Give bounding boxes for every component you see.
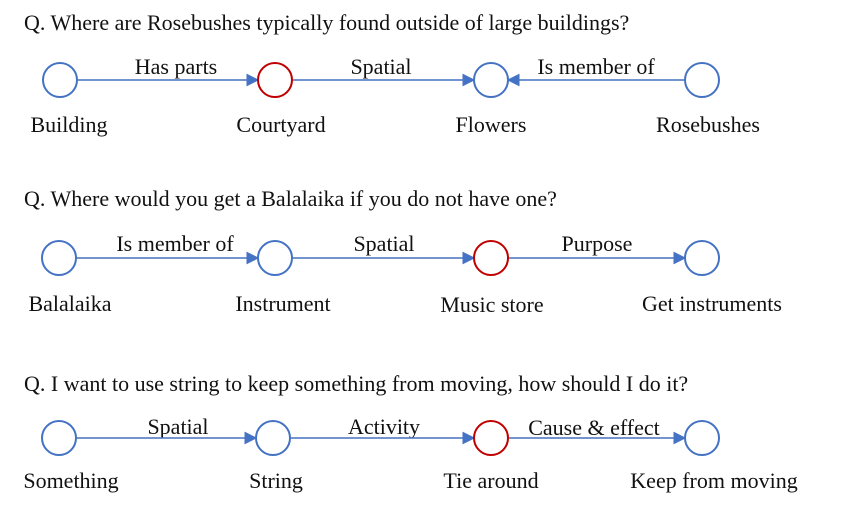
- node-label-1-2: Courtyard: [236, 112, 326, 137]
- edge-label-2-2: Spatial: [353, 231, 415, 256]
- node-label-3-1: Something: [23, 468, 119, 493]
- node-circle-3-2: [255, 420, 291, 456]
- edge-label-1-3: Is member of: [537, 54, 655, 79]
- node-label-1-3: Flowers: [455, 112, 527, 137]
- node-circle-1-1: [42, 62, 78, 98]
- node-circle-2-3: [473, 240, 509, 276]
- node-label-1-4: Rosebushes: [656, 112, 760, 137]
- node-label-1-1: Building: [30, 112, 108, 137]
- node-circle-3-3: [473, 420, 509, 456]
- node-label-2-4: Get instruments: [642, 291, 782, 316]
- edge-label-2-3: Purpose: [561, 231, 633, 256]
- node-circle-2-2: [257, 240, 293, 276]
- edge-label-3-2: Activity: [347, 414, 421, 439]
- edge-label-1-1: Has parts: [134, 54, 218, 79]
- node-label-3-4: Keep from moving: [630, 468, 798, 493]
- node-label-3-2: String: [249, 468, 303, 493]
- node-circle-1-2: [257, 62, 293, 98]
- node-circle-1-3: [473, 62, 509, 98]
- edge-label-1-2: Spatial: [350, 54, 412, 79]
- question-1: Q. Where are Rosebushes typically found …: [24, 10, 630, 35]
- question-3: Q. I want to use string to keep somethin…: [24, 371, 689, 396]
- edge-label-3-3: Cause & effect: [528, 415, 660, 440]
- edge-label-3-1: Spatial: [147, 414, 209, 439]
- question-2: Q. Where would you get a Balalaika if yo…: [24, 186, 557, 211]
- node-label-2-1: Balalaika: [28, 291, 112, 316]
- node-label-3-3: Tie around: [443, 468, 539, 493]
- edge-label-2-1: Is member of: [116, 231, 234, 256]
- node-circle-3-4: [684, 420, 720, 456]
- node-label-2-3: Music store: [440, 292, 544, 317]
- node-circle-2-4: [684, 240, 720, 276]
- node-label-2-2: Instrument: [235, 291, 331, 316]
- node-circle-2-1: [41, 240, 77, 276]
- node-circle-1-4: [684, 62, 720, 98]
- node-circle-3-1: [41, 420, 77, 456]
